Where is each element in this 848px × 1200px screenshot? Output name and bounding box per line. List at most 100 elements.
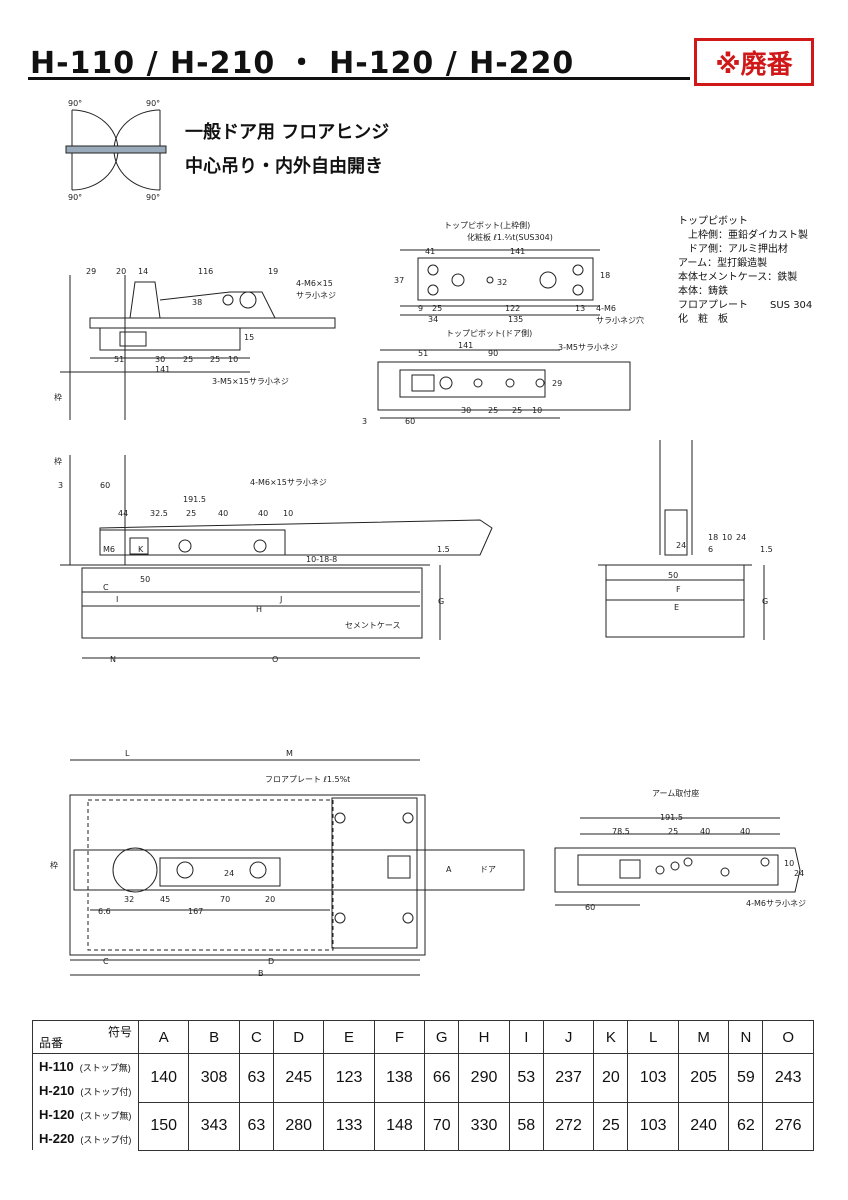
pivot-section-drawing bbox=[60, 275, 336, 420]
dim-label: 50 bbox=[668, 571, 678, 580]
table-row: H-210(ストップ付) bbox=[32, 1078, 814, 1102]
column-header: O bbox=[762, 1020, 814, 1054]
plan-view-drawing bbox=[69, 759, 525, 976]
column-header: M bbox=[677, 1020, 730, 1054]
dim-label: 60 bbox=[405, 417, 415, 426]
dim-label: 24 bbox=[794, 869, 804, 878]
page-title: H-110 / H-210 ・ H-120 / H-220 bbox=[30, 46, 575, 81]
table-cell: 63 bbox=[238, 1053, 274, 1103]
dim-label: 25 bbox=[668, 827, 678, 836]
dim-label: 10 bbox=[228, 355, 238, 364]
dim-label: 18 bbox=[600, 271, 610, 280]
table-cell: 70 bbox=[424, 1101, 460, 1151]
note-line: ドア側：アルミ押出材 bbox=[678, 244, 788, 255]
dim-label: L bbox=[125, 749, 130, 758]
dim-label: K bbox=[138, 545, 144, 554]
dim-label: 20 bbox=[116, 267, 126, 276]
column-header: E bbox=[323, 1020, 375, 1054]
dim-label: 18 bbox=[708, 533, 718, 542]
dim-label: アーム取付座 bbox=[652, 788, 699, 798]
technical-drawing: 90° 90° 90° 90° トップピボット(上枠側) 化粧板 ℓ1.⅔t(S… bbox=[50, 99, 806, 978]
dim-label: F bbox=[676, 585, 681, 594]
table-cell: 150 bbox=[137, 1101, 190, 1151]
column-header: I bbox=[508, 1020, 544, 1054]
table-cell: 103 bbox=[627, 1101, 679, 1151]
dim-label: G bbox=[762, 597, 768, 606]
dim-label: J bbox=[279, 595, 282, 604]
dim-label: 13 bbox=[575, 304, 585, 313]
dim-label: 78.5 bbox=[612, 827, 630, 836]
table-cell: 20 bbox=[593, 1053, 629, 1103]
model-name: H-110 bbox=[39, 1058, 74, 1074]
model-note: (ストップ無) bbox=[79, 1062, 131, 1073]
dim-label: 40 bbox=[700, 827, 710, 836]
dim-label: 6.6 bbox=[98, 907, 111, 916]
dim-label: 3-M5サラ小ネジ bbox=[558, 343, 618, 352]
dim-label: 29 bbox=[552, 379, 562, 388]
dim-label: C bbox=[103, 957, 109, 966]
dim-label: 60 bbox=[585, 903, 595, 912]
dim-label: 10 bbox=[722, 533, 732, 542]
dim-label: フロアプレート ℓ1.5%t bbox=[265, 775, 350, 784]
model-name: H-210 bbox=[39, 1082, 75, 1098]
dim-label: 90 bbox=[488, 349, 498, 358]
header-model: 品番 bbox=[39, 1036, 64, 1050]
dim-label: 40 bbox=[258, 509, 268, 518]
table-row: H-120(ストップ無) 150 343 63 280 133 148 70 3… bbox=[32, 1101, 814, 1151]
table-header-row: 符号 品番 A B C D E F G H I J K L M N O bbox=[32, 1020, 814, 1054]
column-header: G bbox=[424, 1020, 460, 1054]
dim-label: 24 bbox=[224, 869, 234, 878]
dim-label: 3 bbox=[362, 417, 367, 426]
dim-label: 4-M6サラ小ネジ bbox=[746, 899, 806, 908]
column-header: A bbox=[137, 1020, 190, 1054]
dim-label: 25 bbox=[186, 509, 196, 518]
column-header: N bbox=[728, 1020, 764, 1054]
note-line: トップピボット bbox=[678, 216, 748, 227]
table-cell: 280 bbox=[272, 1101, 325, 1151]
dim-label: M6 bbox=[103, 545, 115, 554]
column-header: D bbox=[272, 1020, 325, 1054]
table-cell: 240 bbox=[677, 1101, 730, 1151]
dim-label: 191.5 bbox=[660, 813, 683, 822]
dim-label: 1.5 bbox=[760, 545, 773, 554]
model-cell: H-210(ストップ付) bbox=[32, 1078, 139, 1102]
dim-label: ドア bbox=[480, 865, 496, 874]
side-section-drawing bbox=[598, 440, 765, 640]
dim-label: 50 bbox=[140, 575, 150, 584]
dim-label: 10 bbox=[784, 859, 794, 868]
column-header: C bbox=[238, 1020, 274, 1054]
dim-label: 34 bbox=[428, 315, 438, 324]
table-cell: 138 bbox=[373, 1053, 426, 1103]
table-cell: 103 bbox=[627, 1053, 679, 1103]
dim-label: 20 bbox=[265, 895, 275, 904]
dim-label: 141 bbox=[458, 341, 473, 350]
note-line: 本体：鋳鉄 bbox=[678, 286, 728, 297]
arm-base-drawing bbox=[554, 817, 801, 906]
spec-table: 符号 品番 A B C D E F G H I J K L M N O H-11… bbox=[32, 1020, 814, 1151]
dim-label: 3 bbox=[58, 481, 63, 490]
top-pivot-frame-drawing bbox=[400, 249, 600, 316]
dim-label: 32.5 bbox=[150, 509, 168, 518]
dim-label: 60 bbox=[100, 481, 110, 490]
subtitle-swing-type: 中心吊り・内外自由開き bbox=[185, 156, 383, 177]
dim-label: 40 bbox=[218, 509, 228, 518]
dim-label: 10-18-8 bbox=[306, 555, 337, 564]
angle-label: 90° bbox=[68, 193, 82, 202]
dim-label: M bbox=[286, 749, 293, 758]
dim-label: 25 bbox=[432, 304, 442, 313]
dim-label: 44 bbox=[118, 509, 128, 518]
discontinued-badge: ※廃番 bbox=[694, 38, 814, 86]
column-header: K bbox=[593, 1020, 629, 1054]
table-cell: 308 bbox=[188, 1053, 240, 1103]
dim-label: 51 bbox=[114, 355, 124, 364]
note-line: アーム：型打鍛造製 bbox=[678, 258, 768, 269]
dim-label: 25 bbox=[210, 355, 220, 364]
dim-label: 30 bbox=[461, 406, 471, 415]
table-cell: 245 bbox=[272, 1053, 325, 1103]
dim-label: 38 bbox=[192, 298, 202, 307]
dim-label: N bbox=[110, 655, 116, 664]
dim-label: 45 bbox=[160, 895, 170, 904]
material-notes: トップピボット 上枠側：亜鉛ダイカスト製 ドア側：アルミ押出材 アーム：型打鍛造… bbox=[678, 215, 808, 327]
dim-label: 9 bbox=[418, 304, 423, 313]
sus-note: SUS 304 bbox=[770, 300, 813, 311]
